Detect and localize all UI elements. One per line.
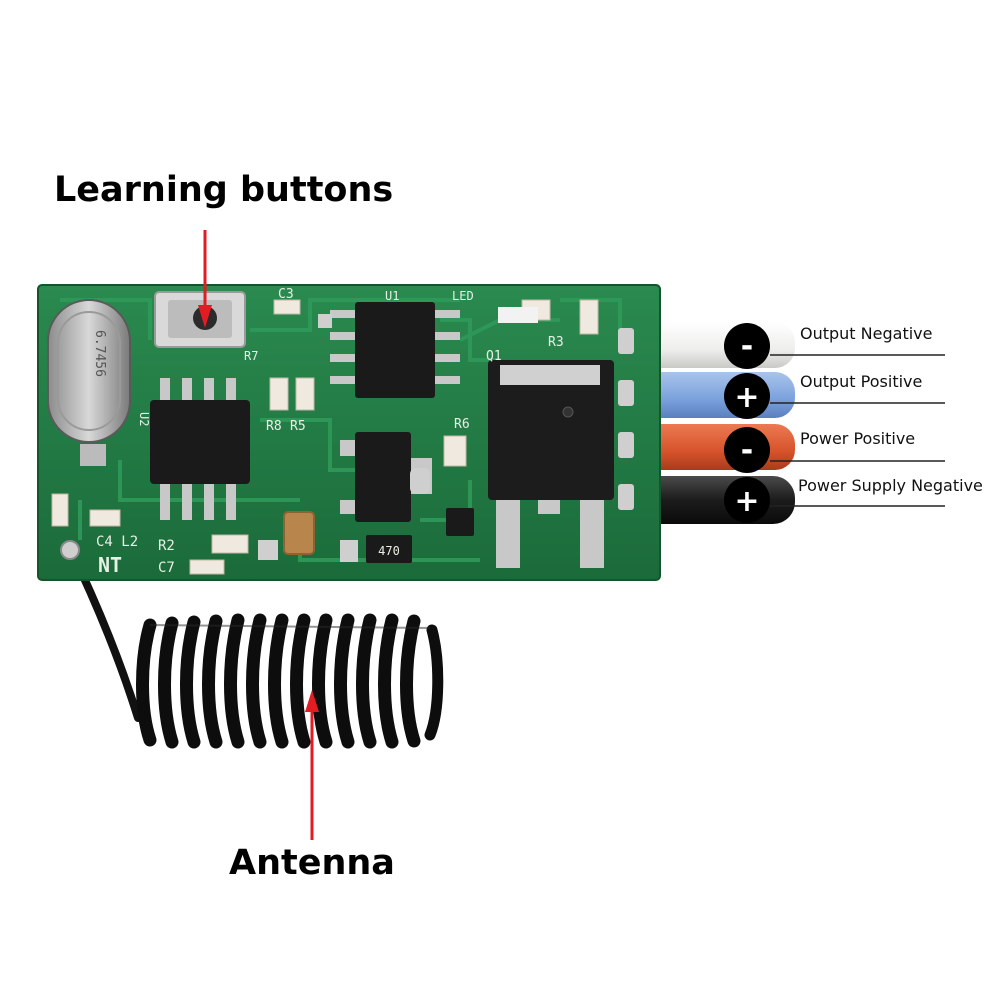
antenna [66,544,444,749]
mosfet-q1 [488,360,614,568]
wire-sign-output-negative: - [724,323,770,369]
pcb-board: 6.7456 [37,284,661,581]
resistor-470 [366,535,412,563]
silk-r5: R5 [290,419,306,434]
learning-buttons-title: Learning buttons [54,170,394,210]
wire-sign-power-supply-negative: + [724,477,770,523]
pcb-traces [60,298,622,562]
silk-led: LED [452,289,474,303]
learning-button[interactable] [154,291,246,348]
antenna-arrow [305,690,319,840]
silk-c7: C7 [158,560,175,576]
label-underlines [770,354,945,507]
silk-r2: R2 [158,538,175,554]
silk-c3: C3 [278,287,294,302]
svg-text:+: + [734,380,759,415]
transistor-small [446,508,474,536]
silk-u1: U1 [385,289,399,303]
passive-components: 470 [51,299,599,575]
label-output-negative: Output Negative [800,324,933,343]
silk-r8: R8 [266,419,282,434]
antenna-title: Antenna [229,843,395,883]
crystal-oscillator: 6.7456 [47,299,131,466]
silk-u2: U2 [137,412,151,426]
crystal-marking: 6.7456 [92,330,107,377]
label-power-supply-negative: Power Supply Negative [798,476,983,495]
silk-q1: Q1 [486,349,502,364]
svg-text:-: - [741,329,753,364]
svg-text:-: - [741,433,753,468]
silkscreen-labels: C3 U1 LED R3 Q1 R8 R5 R6 R7 C4 L2 R2 C7 … [96,287,564,577]
learning-buttons-arrow [198,230,212,328]
antenna-coil [136,613,444,749]
svg-text:+: + [734,484,759,519]
solder-pads [618,328,634,510]
led [498,307,538,323]
wire-sign-power-positive: - [724,427,770,473]
chip-u2 [150,378,250,520]
label-power-positive: Power Positive [800,429,916,448]
silk-r6: R6 [454,417,470,432]
silk-c4l2: C4 L2 [96,534,138,550]
resistor-marking: 470 [378,544,400,558]
capacitor-tantalum [283,511,315,555]
silk-r3: R3 [548,335,564,350]
label-output-positive: Output Positive [800,372,923,391]
silk-nt: NT [98,553,122,577]
wire-sign-output-positive: + [724,373,770,419]
chip-u1 [330,302,460,398]
silk-r7: R7 [244,349,258,363]
antenna-solder-point [60,540,80,560]
